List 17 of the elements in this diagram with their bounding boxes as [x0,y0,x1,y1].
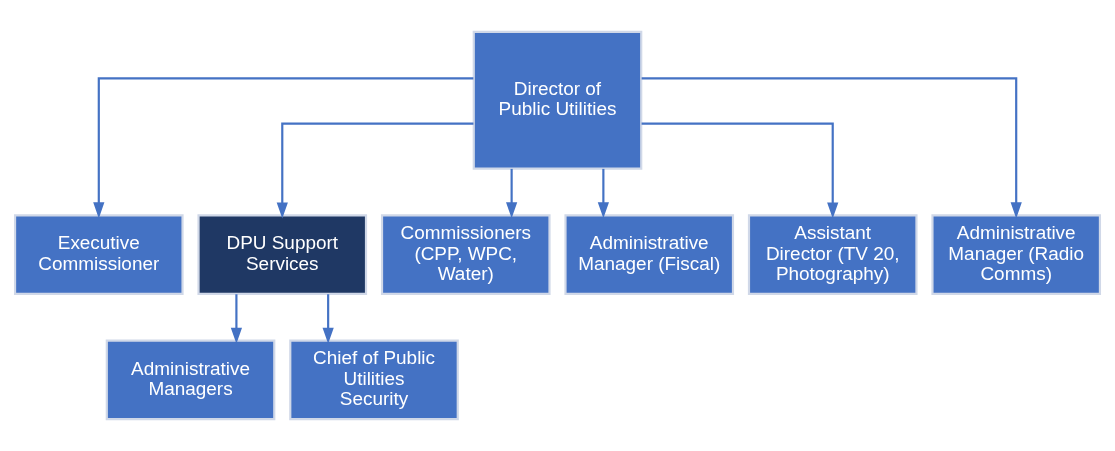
node-box: Commissioners (CPP, WPC, Water) [380,214,551,296]
arrow [597,168,609,219]
arrow [641,77,1022,219]
node-box: Director of Public Utilities [472,30,643,170]
node-box: Administrative Managers [105,339,276,421]
node-box: Administrative Manager (Radio Comms) [931,214,1102,296]
arrow [506,168,518,219]
node-box: Executive Commissioner [13,214,184,296]
node-box: DPU Support Services [197,214,368,296]
node-box: Assistant Director (TV 20, Photography) [747,214,918,296]
arrow [230,294,242,344]
node-box: Chief of Public Utilities Security [289,339,459,421]
arrow [641,122,839,219]
arrow [276,122,474,219]
arrow [322,294,334,344]
node-box: Administrative Manager (Fiscal) [564,214,735,296]
arrow [93,77,474,219]
